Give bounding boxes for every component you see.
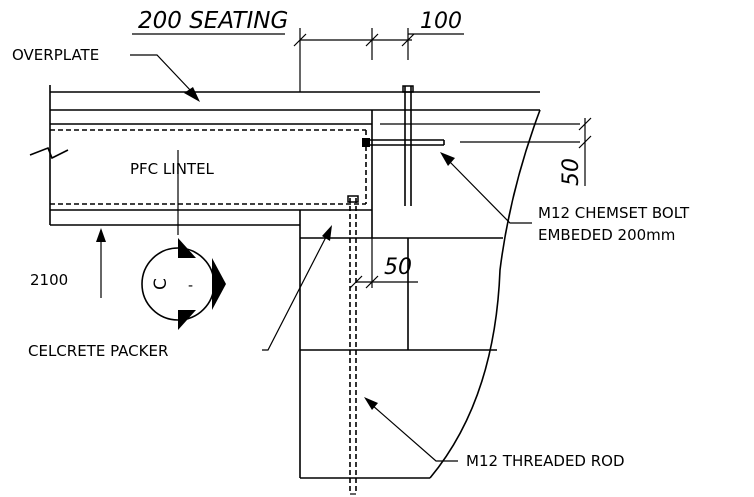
rod-leader-arrowhead xyxy=(364,397,378,410)
packer-leader-arrowhead xyxy=(322,225,332,241)
section-arrowhead-bottom xyxy=(178,310,196,330)
overplate-callout: OVERPLATE xyxy=(12,46,200,102)
pfc-lintel-label: PFC LINTEL xyxy=(130,160,215,178)
threaded-rod xyxy=(347,195,359,495)
hundred-dimension-label: 100 xyxy=(420,9,462,34)
pfc-lintel: PFC LINTEL xyxy=(29,85,540,238)
seating-dimension-label: 200 SEATING xyxy=(138,8,288,34)
bolt-nut xyxy=(362,138,370,147)
packer-dim-label: 50 xyxy=(384,255,412,280)
section-letter: C xyxy=(151,278,171,290)
threaded-rod-callout: M12 THREADED ROD xyxy=(364,397,625,470)
bolt-head xyxy=(402,85,414,93)
break-symbol xyxy=(29,146,69,160)
celcrete-packer-label: CELCRETE PACKER xyxy=(28,342,168,360)
section-arrowhead-top xyxy=(178,238,196,258)
chemset-leader xyxy=(447,159,532,224)
chemset-callout: M12 CHEMSET BOLT EMBEDED 200mm xyxy=(440,152,690,244)
top-dimension: 200 SEATING 100 xyxy=(132,8,464,92)
threaded-rod-label: M12 THREADED ROD xyxy=(466,452,625,470)
packer-leader xyxy=(262,236,327,351)
dim-tick xyxy=(365,275,379,289)
dim-tick xyxy=(578,117,592,131)
chemset-label-line1: M12 CHEMSET BOLT xyxy=(538,204,690,222)
section-pointer-arrowhead xyxy=(212,258,226,310)
dim-tick xyxy=(293,33,307,47)
dim-tick xyxy=(401,33,415,47)
level-marker: 2100 xyxy=(30,228,106,298)
masonry-wall xyxy=(299,109,580,479)
celcrete-packer-callout: CELCRETE PACKER xyxy=(28,225,332,360)
section-sheet-dash: - xyxy=(188,278,193,294)
overplate-leader xyxy=(130,54,193,93)
rod-leader xyxy=(371,404,458,462)
level-label: 2100 xyxy=(30,271,68,289)
chemset-label-line2: EMBEDED 200mm xyxy=(538,226,675,244)
level-arrowhead xyxy=(96,228,106,242)
chemset-leader-arrowhead xyxy=(440,152,455,166)
edge-dim-label: 50 xyxy=(559,158,584,186)
overplate-label: OVERPLATE xyxy=(12,46,99,64)
dim-tick xyxy=(578,135,592,149)
section-marker: C - xyxy=(141,238,226,330)
rod-top-nut xyxy=(347,195,359,203)
chemset-bolt xyxy=(362,85,445,206)
edge-distance-dimension: 50 xyxy=(559,117,592,186)
overplate-leader-arrowhead xyxy=(184,87,200,102)
wall-break-curve xyxy=(429,109,541,479)
packer-dimension: 50 xyxy=(349,238,418,289)
dim-tick xyxy=(365,33,379,47)
